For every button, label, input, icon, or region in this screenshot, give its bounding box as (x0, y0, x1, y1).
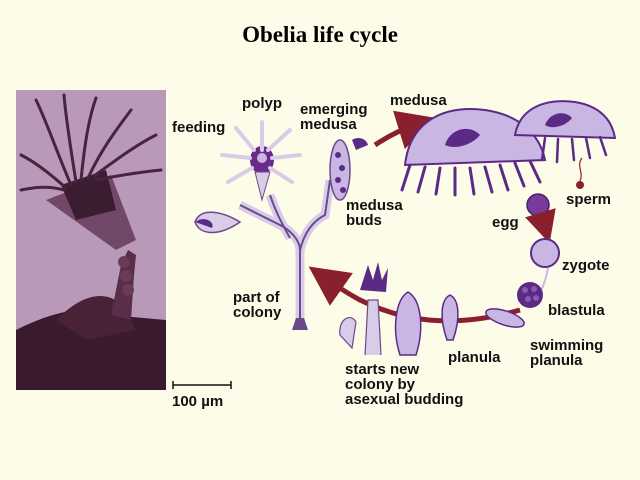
arrow-egg-zygote (525, 208, 556, 244)
label-part-of-colony: part of colony (233, 289, 282, 321)
label-starts-new-colony: starts new colony by asexual budding (345, 361, 464, 408)
scale-bar-label: 100 µm (172, 393, 224, 410)
page-title: Obelia life cycle (242, 22, 398, 47)
label-feeding: feeding (172, 119, 226, 136)
colony-stalk (237, 179, 335, 330)
egg-cell (526, 193, 550, 217)
closed-polyp (194, 211, 242, 234)
sperm-cell (576, 157, 584, 189)
label-zygote: zygote (562, 257, 610, 274)
medusa-right (513, 100, 617, 164)
label-swimming-planula: swimming planula (530, 337, 604, 369)
label-sperm: sperm (566, 191, 612, 208)
scale-bar-line (172, 381, 232, 389)
label-egg: egg (492, 214, 519, 231)
medusa-left (400, 108, 547, 197)
label-planula: planula (448, 349, 501, 366)
settling-planula (394, 291, 422, 356)
label-medusa: medusa (390, 92, 447, 109)
obelia-photo (16, 90, 166, 390)
feeding-polyp (220, 120, 302, 202)
blastula-cell (517, 282, 543, 308)
label-medusa-buds: medusa buds (346, 197, 403, 229)
new-colony-bud (339, 262, 388, 356)
label-polyp: polyp (242, 95, 282, 112)
arrow-to-medusa (373, 110, 438, 149)
planula-larva (441, 294, 459, 341)
zygote-cell (530, 238, 560, 268)
swimming-planula (485, 308, 525, 328)
label-emerging-medusa: emerging medusa (300, 101, 368, 133)
medusa-bud (329, 137, 368, 201)
label-blastula: blastula (548, 302, 605, 319)
